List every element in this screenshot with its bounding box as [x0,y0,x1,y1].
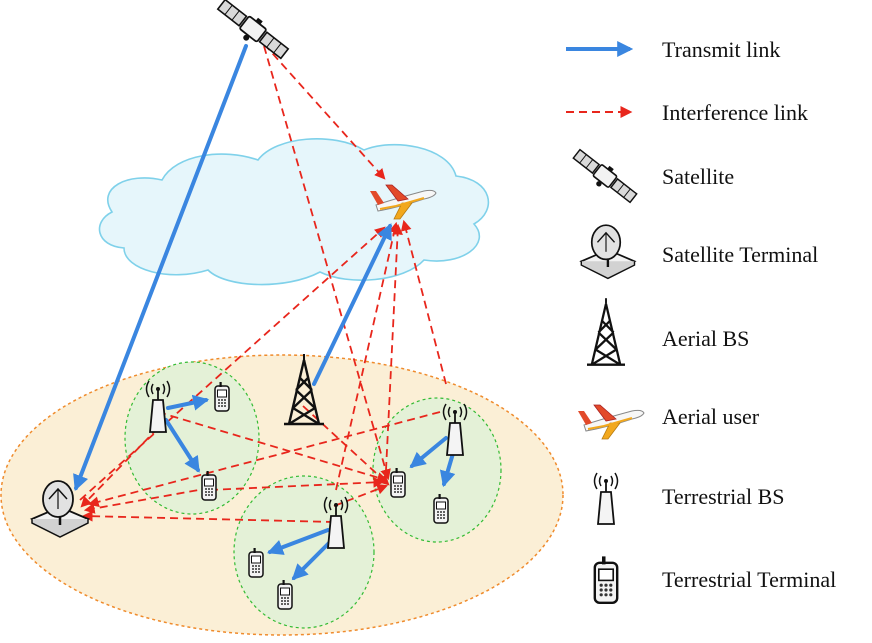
mobile-phone-icon [277,579,293,610]
mobile-phone-icon [593,555,619,604]
interference-link [263,43,386,180]
cell-bottom [233,475,375,629]
cell-right [372,397,502,543]
airplane-icon [577,404,645,440]
interference-link [80,427,159,508]
legend: Transmit link Interference link Satellit… [566,37,836,604]
legend-transmit-link: Transmit link [662,37,780,62]
mobile-phone-icon [214,381,230,412]
interference-link [400,219,447,385]
interference-link [209,477,385,491]
interference-link [385,223,403,471]
interference-link [333,484,389,507]
transmit-link [312,223,392,386]
interference-link [263,45,391,481]
interference-link [157,411,389,483]
satellite-dish-icon [580,224,636,280]
legend-terrestrial-bs: Terrestrial BS [662,484,784,509]
legend-satellite: Satellite [662,164,734,189]
interference-link [79,226,386,501]
transmit-link [291,540,332,581]
transmit-link [73,44,248,491]
mobile-phone-icon [433,493,449,524]
satellite-icon [211,0,293,66]
legend-aerial-user: Aerial user [662,404,760,429]
mobile-phone-icon [201,470,217,501]
lattice-tower-icon [585,297,627,366]
transmit-link [267,528,330,555]
transmit-links [73,44,456,581]
legend-aerial-bs: Aerial BS [662,326,749,351]
interference-links [79,43,447,523]
mobile-phone-icon [390,467,406,498]
interference-link [335,221,400,491]
legend-satellite-terminal: Satellite Terminal [662,242,818,267]
interference-link [81,510,335,523]
satellite-icon [568,144,641,209]
cloud-shape [98,138,490,286]
transmit-link [409,436,448,469]
legend-interference-link: Interference link [662,100,808,125]
transmit-link [164,418,200,473]
mobile-phone-icon [248,547,264,578]
antenna-base-station-icon [593,472,619,525]
transmit-link [166,394,210,411]
interference-link [87,411,441,508]
legend-terrestrial-terminal: Terrestrial Terminal [662,567,836,592]
interference-link [83,487,211,514]
